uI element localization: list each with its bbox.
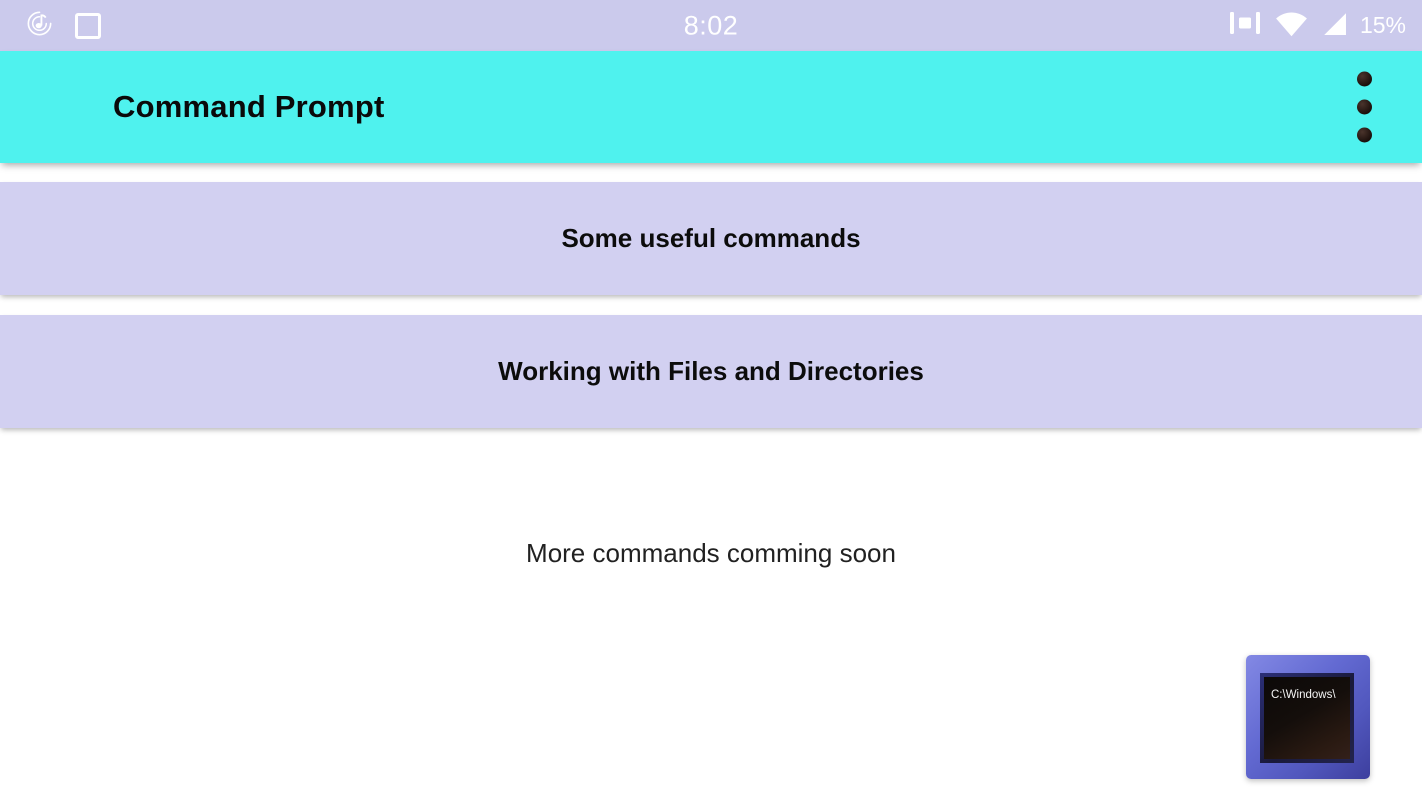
coming-soon-text: More commands comming soon <box>526 538 896 568</box>
button-working-with-files-and-directories[interactable]: Working with Files and Directories <box>0 315 1422 428</box>
app-bar: Command Prompt <box>0 51 1422 163</box>
status-bar-clock: 8:02 <box>683 10 739 40</box>
status-bar-right-icons: 15% <box>1227 0 1406 51</box>
overflow-dot <box>1357 127 1372 143</box>
app-icon-screen: C:\Windows\ <box>1264 677 1350 759</box>
command-prompt-app-icon: C:\Windows\ <box>1246 655 1370 779</box>
vibrate-icon <box>1227 8 1263 43</box>
overflow-menu-icon[interactable] <box>1351 66 1378 149</box>
overflow-dot <box>1357 71 1372 87</box>
page-title: Command Prompt <box>113 89 385 124</box>
button-some-useful-commands[interactable]: Some useful commands <box>0 182 1422 295</box>
overflow-dot <box>1357 99 1372 115</box>
battery-percent-text: 15% <box>1359 12 1406 38</box>
cellular-signal-icon <box>1320 9 1349 43</box>
app-icon-bevel: C:\Windows\ <box>1260 673 1354 763</box>
wifi-icon <box>1274 9 1309 42</box>
screenshot-square-icon <box>75 12 101 39</box>
app-icon-screen-text: C:\Windows\ <box>1271 689 1336 701</box>
status-bar: 8:02 15% <box>0 0 1422 51</box>
status-bar-left-icons <box>24 0 101 51</box>
music-notification-icon <box>24 8 55 44</box>
